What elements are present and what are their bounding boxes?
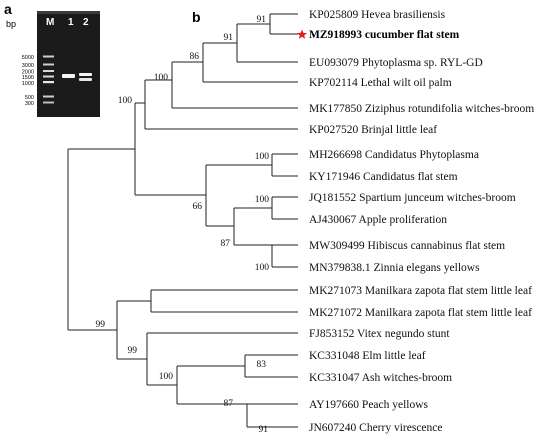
bootstrap-value: 91	[257, 15, 267, 25]
taxon-label: MK271073 Manilkara zapota flat stem litt…	[309, 285, 532, 297]
ladder-band	[43, 81, 54, 84]
bootstrap-value: 66	[193, 202, 203, 212]
taxon-labels: KP025809 Hevea brasiliensis MZ918993 cuc…	[309, 9, 534, 434]
taxon-label: FJ853152 Vitex negundo stunt	[309, 328, 450, 340]
taxon-label: EU093079 Phytoplasma sp. RYL-GD	[309, 57, 483, 69]
bootstrap-value: 100	[118, 96, 133, 106]
ladder-band	[43, 55, 54, 58]
gel-lane-label-m: M	[46, 17, 54, 28]
bootstrap-value: 100	[255, 152, 270, 162]
taxon-label: JQ181552 Spartium junceum witches-broom	[309, 192, 516, 204]
ladder-band	[43, 63, 54, 66]
bootstrap-value: 100	[154, 73, 169, 83]
bootstrap-values: 91 91 86 100 100 100 100 87 100 66 99 99…	[96, 15, 270, 435]
taxon-label: AY197660 Peach yellows	[309, 399, 429, 411]
ladder-band	[43, 70, 54, 72]
ladder-size-label: 1000	[22, 81, 34, 87]
tree-branches	[67, 13, 298, 428]
ladder-size-label: 5000	[22, 55, 34, 61]
taxon-label: KC331048 Elm little leaf	[309, 350, 426, 362]
bootstrap-value: 99	[96, 320, 106, 330]
ladder-band	[43, 75, 54, 78]
taxon-label: JN607240 Cherry virescence	[309, 422, 443, 434]
taxon-label: MN379838.1 Zinnia elegans yellows	[309, 262, 480, 274]
panel-a-label: a	[4, 1, 12, 17]
panel-b-label: b	[192, 9, 201, 25]
bootstrap-value: 83	[257, 360, 267, 370]
taxon-label-highlighted: MZ918993 cucumber flat stem	[309, 29, 460, 41]
ladder-size-label: 1500	[22, 75, 34, 81]
sample-band-lane-2	[79, 73, 92, 76]
taxon-label: KC331047 Ash witches-broom	[309, 372, 452, 384]
taxon-label: MW309499 Hibiscus cannabinus flat stem	[309, 240, 505, 252]
taxon-label: KY171946 Candidatus flat stem	[309, 171, 458, 183]
gel-panel: bp M 1 2 5000 3000 2000 1500 1000 500 30…	[6, 11, 100, 117]
gel-unit-label: bp	[6, 19, 16, 29]
ladder-band	[43, 101, 54, 104]
bootstrap-value: 100	[255, 195, 270, 205]
ladder-size-label: 3000	[22, 63, 34, 69]
bootstrap-value: 91	[224, 33, 234, 43]
ladder-size-label: 300	[25, 101, 34, 107]
taxon-label: MH266698 Candidatus Phytoplasma	[309, 149, 479, 161]
bootstrap-value: 87	[224, 399, 234, 409]
bootstrap-value: 99	[128, 346, 138, 356]
bootstrap-value: 86	[190, 52, 200, 62]
ladder-band	[43, 95, 54, 98]
taxon-label: KP025809 Hevea brasiliensis	[309, 9, 446, 21]
phylogenetic-tree: 91 91 86 100 100 100 100 87 100 66 99 99…	[67, 9, 534, 435]
bootstrap-value: 91	[259, 425, 269, 435]
gel-lane-label-1: 1	[68, 17, 74, 28]
taxon-label: MK177850 Ziziphus rotundifolia witches-b…	[309, 103, 534, 115]
taxon-label: MK271072 Manilkara zapota flat stem litt…	[309, 307, 532, 319]
bootstrap-value: 87	[221, 239, 231, 249]
bootstrap-value: 100	[159, 372, 174, 382]
gel-well-top	[37, 11, 100, 14]
sample-band-lane-1	[62, 74, 75, 78]
gel-lane-label-2: 2	[83, 17, 89, 28]
taxon-label: AJ430067 Apple proliferation	[309, 214, 447, 226]
sample-band-lane-2	[79, 78, 92, 81]
taxon-label: KP702114 Lethal wilt oil palm	[309, 77, 452, 89]
bootstrap-value: 100	[255, 263, 270, 273]
star-icon	[297, 29, 307, 39]
ladder-size-label: 500	[25, 95, 34, 101]
ladder-size-label: 2000	[22, 70, 34, 76]
taxon-label: KP027520 Brinjal little leaf	[309, 124, 437, 136]
